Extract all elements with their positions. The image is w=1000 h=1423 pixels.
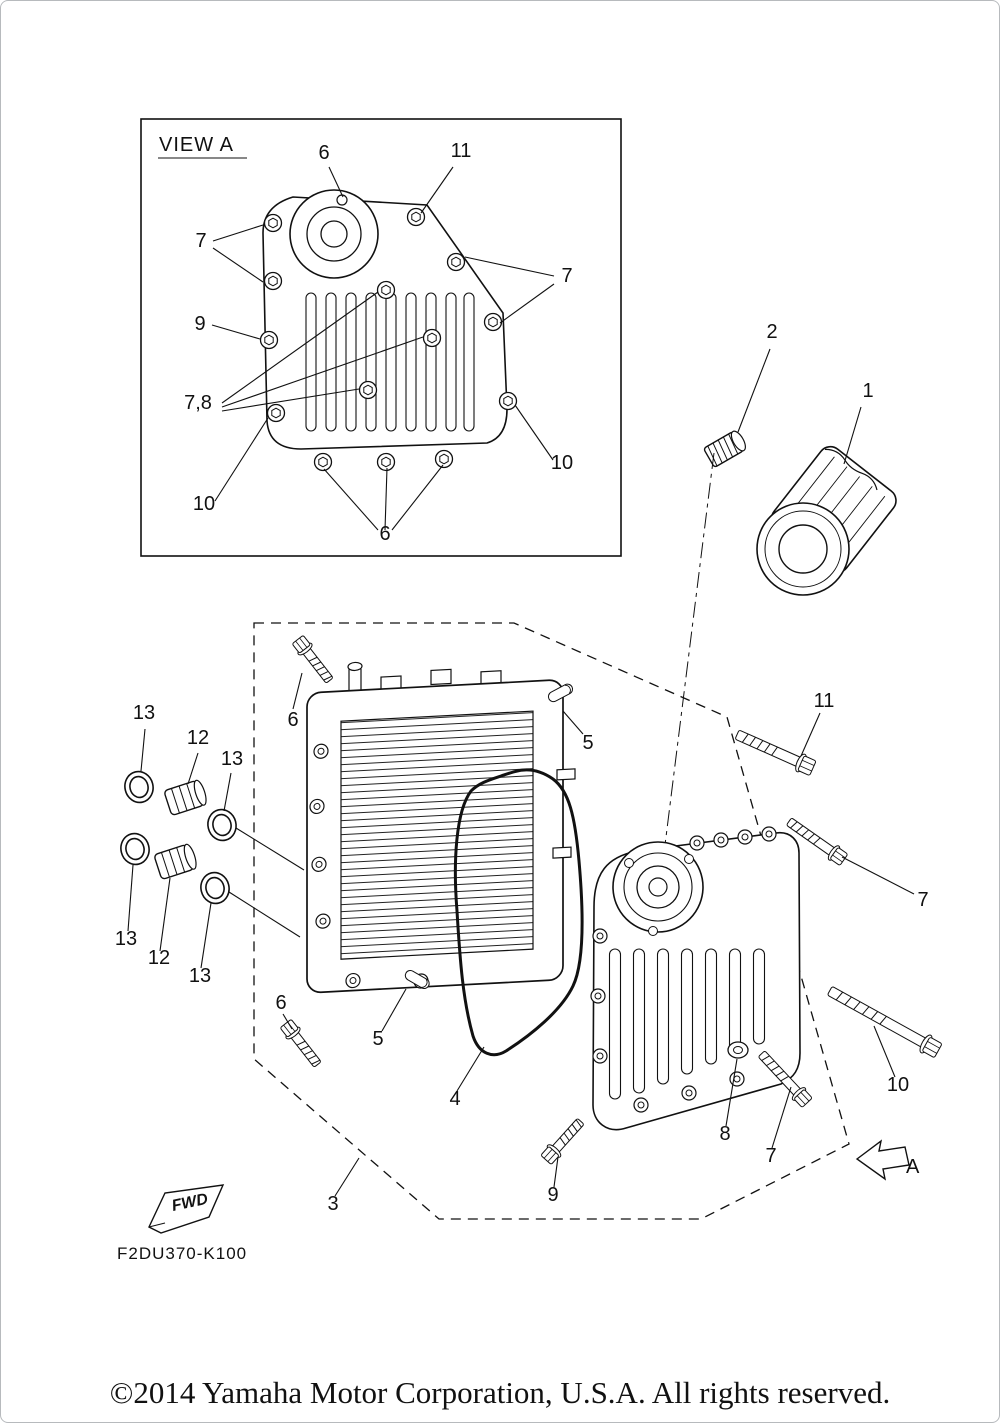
part-callout: 10 <box>887 1074 909 1096</box>
bolt-hole <box>313 452 333 472</box>
main-callouts: 2 1 13 12 13 6 5 11 7 13 12 13 6 5 4 10 … <box>115 321 929 1215</box>
view-a-inset: VIEW A <box>140 118 622 557</box>
bolt-hole <box>315 913 331 930</box>
part-callout: 6 <box>318 142 329 164</box>
bolt-hole <box>737 829 753 845</box>
bolt-hole <box>592 928 608 944</box>
oil-filter-fitting <box>703 430 746 468</box>
view-a-plate <box>259 189 518 472</box>
bolt-hole <box>689 835 705 851</box>
part-callout: 12 <box>187 727 209 749</box>
part-callout: 6 <box>275 992 286 1014</box>
o-ring-13 <box>203 805 241 845</box>
bolt-hole <box>311 856 327 873</box>
part-callout: 12 <box>148 947 170 969</box>
bolt-hole <box>263 271 283 291</box>
bolt-hole <box>313 743 329 760</box>
oil-cooler-cover <box>590 826 801 1131</box>
bolt-hole <box>681 1085 697 1101</box>
fitting-12 <box>163 778 210 817</box>
part-callout: 7 <box>765 1145 776 1167</box>
part-callout: 5 <box>582 732 593 754</box>
view-a-title: VIEW A <box>159 134 234 156</box>
bolt-hole <box>309 798 325 815</box>
part-callout: 13 <box>221 748 243 770</box>
part-callout: 4 <box>449 1088 460 1110</box>
part-code: F2DU370-K100 <box>117 1244 247 1263</box>
oil-filter <box>756 445 897 596</box>
o-ring-13 <box>196 868 234 908</box>
assembly-boundary <box>253 622 850 1220</box>
assembly-centerline <box>660 452 715 878</box>
part-callout: 1 <box>862 380 873 402</box>
bolt-hole <box>376 280 396 300</box>
bolt-hole <box>434 449 454 469</box>
bolt-hole <box>376 452 396 472</box>
heat-exchanger-core <box>306 661 576 994</box>
part-callout: 5 <box>372 1028 383 1050</box>
part-callout: 10 <box>193 493 215 515</box>
part-callout: 2 <box>766 321 777 343</box>
bolt-hole <box>729 1071 745 1087</box>
bolt-11 <box>732 725 818 778</box>
part-callout: 7 <box>561 265 572 287</box>
part-callout: 10 <box>551 452 573 474</box>
filter-boss <box>612 841 704 936</box>
bolt-6-bottom <box>278 1017 325 1071</box>
copyright-text: ©2014 Yamaha Motor Corporation, U.S.A. A… <box>110 1375 890 1410</box>
gasket <box>453 768 584 1057</box>
part-callout: 13 <box>133 702 155 724</box>
bolt-hole <box>266 403 286 423</box>
cover-ribs <box>608 948 766 1100</box>
bolt-10 <box>824 981 944 1061</box>
bolt-hole <box>590 988 606 1004</box>
bolt-hole <box>345 972 361 989</box>
bolt-hole <box>592 1048 608 1064</box>
part-callout: 13 <box>189 965 211 987</box>
view-direction-arrow: A <box>855 1139 920 1181</box>
part-callout: 7,8 <box>184 392 212 414</box>
part-callout: 6 <box>379 523 390 545</box>
inset-callouts: 6 11 7 7 9 7,8 10 10 6 <box>184 140 573 545</box>
part-callout: 9 <box>194 313 205 335</box>
bolt-hole <box>358 380 378 400</box>
bolt-hole <box>761 826 777 842</box>
inset-leader-lines <box>211 166 555 531</box>
part-callout: 7 <box>195 230 206 252</box>
o-ring-13 <box>116 829 154 869</box>
washer-8 <box>727 1041 749 1059</box>
part-callout: 3 <box>327 1193 338 1215</box>
bolt-hole <box>498 391 518 411</box>
filter-boss <box>289 189 379 279</box>
bolt-hole <box>259 330 279 350</box>
view-arrow-label: A <box>906 1156 920 1178</box>
bolt-6-top <box>290 633 337 687</box>
part-callout: 13 <box>115 928 137 950</box>
bolt-hole <box>422 328 442 348</box>
fwd-sticker: FWD <box>148 1184 225 1234</box>
bolt-hole <box>483 312 503 332</box>
bolt-hole <box>263 213 283 233</box>
bolt-hole <box>713 832 729 848</box>
bolt-hole <box>446 252 466 272</box>
part-callout: 7 <box>917 889 928 911</box>
part-callout: 6 <box>287 709 298 731</box>
leader-lines <box>127 348 915 1197</box>
bolt-9 <box>539 1115 588 1167</box>
o-ring-13 <box>120 767 158 807</box>
fitting-12 <box>153 842 200 881</box>
part-callout: 8 <box>719 1123 730 1145</box>
part-callout: 11 <box>814 690 835 712</box>
bolt-hole <box>633 1097 649 1113</box>
part-callout: 11 <box>451 140 472 162</box>
part-callout: 9 <box>547 1184 558 1206</box>
